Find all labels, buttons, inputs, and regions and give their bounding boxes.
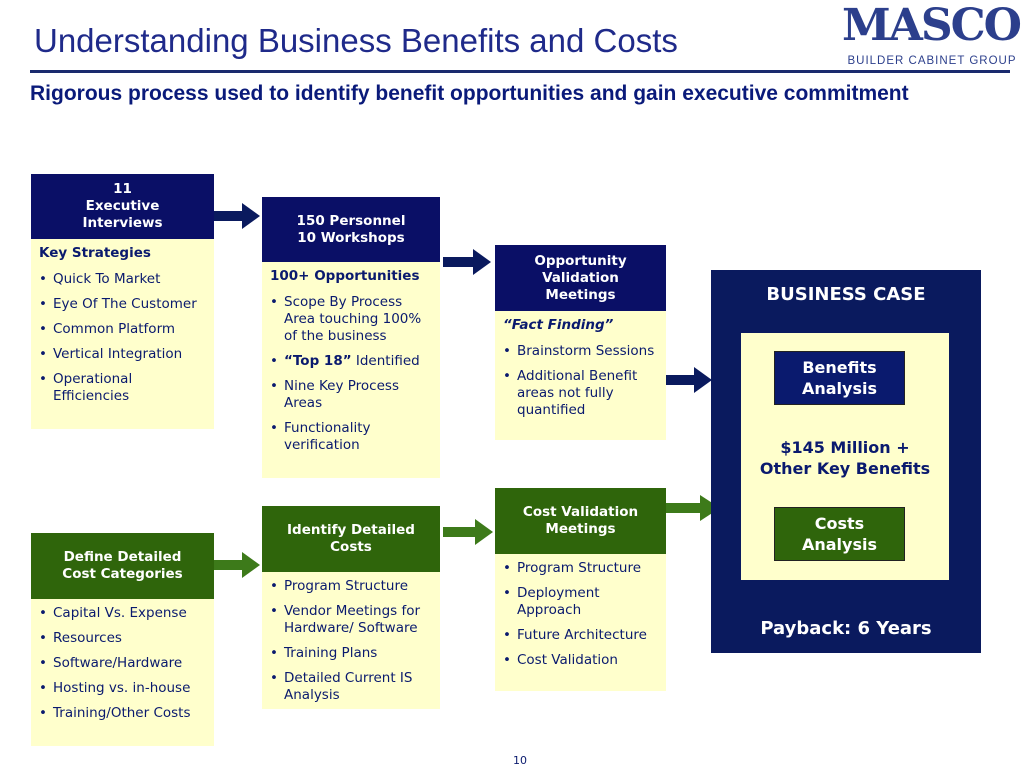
box-header: 11 Executive Interviews bbox=[31, 174, 214, 239]
arrow-right-icon bbox=[214, 203, 260, 229]
header-line: Cost Validation bbox=[522, 504, 639, 520]
benefits-line: Benefits bbox=[802, 358, 877, 377]
list-item: Cost Validation bbox=[503, 652, 658, 669]
box-body: Capital Vs. Expense Resources Software/H… bbox=[31, 599, 214, 746]
header-line: Opportunity bbox=[534, 252, 627, 269]
list-item: Resources bbox=[39, 630, 206, 647]
header-line: Interviews bbox=[82, 215, 163, 231]
business-case-panel: BUSINESS CASE Benefits Analysis $145 Mil… bbox=[711, 270, 981, 653]
box-body: Program Structure Deployment Approach Fu… bbox=[495, 554, 666, 691]
header-line: Meetings bbox=[545, 286, 616, 303]
arrow-right-icon bbox=[443, 519, 493, 545]
list-item: Capital Vs. Expense bbox=[39, 605, 206, 622]
list-item: Software/Hardware bbox=[39, 655, 206, 672]
arrow-right-icon bbox=[214, 552, 260, 578]
benefits-analysis-box: Benefits Analysis bbox=[774, 351, 905, 405]
header-line: Executive bbox=[85, 198, 160, 214]
list-item: Operational Efficiencies bbox=[39, 371, 206, 405]
list-item: Future Architecture bbox=[503, 627, 658, 644]
box-opportunity-validation: Opportunity Validation Meetings “Fact Fi… bbox=[495, 245, 666, 440]
masco-logo: MASCO BUILDER CABINET GROUP bbox=[842, 0, 1022, 70]
list-item: Eye Of The Customer bbox=[39, 296, 206, 313]
page-number: 10 bbox=[513, 754, 527, 767]
box-executive-interviews: 11 Executive Interviews Key Strategies Q… bbox=[31, 174, 214, 429]
slide-subtitle: Rigorous process used to identify benefi… bbox=[30, 82, 909, 105]
list-item: Detailed Current IS Analysis bbox=[270, 670, 432, 704]
list-item: Program Structure bbox=[503, 560, 658, 577]
list-item: Vertical Integration bbox=[39, 346, 206, 363]
arrow-right-icon bbox=[666, 495, 720, 521]
list-item: Program Structure bbox=[270, 578, 432, 595]
list-item: Hosting vs. in-house bbox=[39, 680, 206, 697]
slide-title: Understanding Business Benefits and Cost… bbox=[34, 22, 678, 59]
box-header: Define Detailed Cost Categories bbox=[31, 533, 214, 599]
header-line: Define Detailed bbox=[63, 549, 182, 565]
list-item: Functionality verification bbox=[270, 420, 432, 454]
list-item: Additional Benefit areas not fully quant… bbox=[503, 368, 658, 419]
costs-line: Costs bbox=[814, 514, 865, 533]
box-body: “Fact Finding” Brainstorm Sessions Addit… bbox=[495, 311, 666, 440]
box-header: Identify Detailed Costs bbox=[262, 506, 440, 572]
box-cost-categories: Define Detailed Cost Categories Capital … bbox=[31, 533, 214, 746]
costs-analysis-box: Costs Analysis bbox=[774, 507, 905, 561]
list-item: Vendor Meetings for Hardware/ Software bbox=[270, 603, 432, 637]
body-heading: Key Strategies bbox=[39, 245, 151, 261]
list-item: Common Platform bbox=[39, 321, 206, 338]
header-line: Validation bbox=[542, 269, 619, 286]
list-item: Quick To Market bbox=[39, 271, 206, 288]
header-line: Cost Categories bbox=[62, 566, 183, 582]
list-item: Training/Other Costs bbox=[39, 705, 206, 722]
header-line: Meetings bbox=[545, 521, 616, 537]
header-line: 150 Personnel bbox=[296, 212, 406, 229]
top18-rest: Identified bbox=[351, 353, 420, 369]
top18-label: “Top 18” bbox=[284, 353, 352, 369]
business-case-title: BUSINESS CASE bbox=[766, 284, 926, 305]
list-item: Deployment Approach bbox=[503, 585, 658, 619]
list-item: Brainstorm Sessions bbox=[503, 343, 658, 360]
box-detailed-costs: Identify Detailed Costs Program Structur… bbox=[262, 506, 440, 709]
box-body: Key Strategies Quick To Market Eye Of Th… bbox=[31, 239, 214, 429]
total-line: Other Key Benefits bbox=[759, 459, 931, 478]
box-workshops: 150 Personnel 10 Workshops 100+ Opportun… bbox=[262, 197, 440, 478]
benefits-total: $145 Million + Other Key Benefits bbox=[741, 437, 949, 479]
list-item: Training Plans bbox=[270, 645, 432, 662]
box-body: 100+ Opportunities Scope By Process Area… bbox=[262, 262, 440, 478]
payback-label: Payback: 6 Years bbox=[760, 618, 932, 639]
logo-subtitle: BUILDER CABINET GROUP bbox=[847, 55, 1017, 67]
list-item: Scope By Process Area touching 100% of t… bbox=[270, 294, 432, 345]
list-item: “Top 18” Identified bbox=[270, 353, 432, 370]
costs-line: Analysis bbox=[801, 535, 877, 554]
body-heading: “Fact Finding” bbox=[503, 317, 614, 333]
box-header: Cost Validation Meetings bbox=[495, 488, 666, 554]
arrow-right-icon bbox=[666, 367, 712, 393]
box-body: Program Structure Vendor Meetings for Ha… bbox=[262, 572, 440, 709]
body-heading: 100+ Opportunities bbox=[270, 268, 420, 284]
list-item: Nine Key Process Areas bbox=[270, 378, 432, 412]
box-header: 150 Personnel 10 Workshops bbox=[262, 197, 440, 262]
header-line: 11 bbox=[113, 181, 132, 197]
benefits-line: Analysis bbox=[801, 379, 877, 398]
arrow-right-icon bbox=[443, 249, 491, 275]
logo-wordmark: MASCO bbox=[842, 0, 1022, 51]
total-line: $145 Million + bbox=[780, 438, 910, 457]
header-line: Identify Detailed bbox=[287, 522, 415, 538]
box-header: Opportunity Validation Meetings bbox=[495, 245, 666, 311]
header-line: Costs bbox=[330, 539, 372, 555]
header-line: 10 Workshops bbox=[297, 229, 405, 246]
box-cost-validation: Cost Validation Meetings Program Structu… bbox=[495, 488, 666, 691]
business-case-inner: Benefits Analysis $145 Million + Other K… bbox=[741, 333, 949, 580]
title-divider bbox=[30, 70, 1010, 73]
